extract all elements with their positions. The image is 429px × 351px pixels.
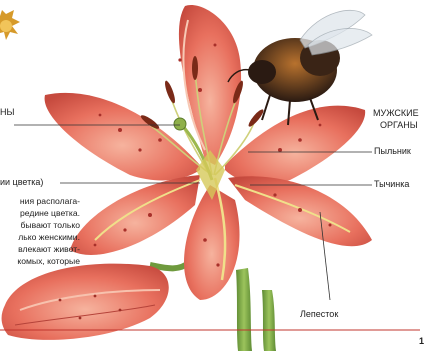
description-paragraph: ния располага- редине цветка. бывают тол… — [0, 195, 80, 267]
star-icon — [0, 10, 20, 40]
lily-bud — [2, 264, 169, 340]
paragraph-line: редине цветка. — [0, 207, 80, 219]
label-stamen: Тычинка — [374, 179, 409, 190]
paragraph-line: лько женскими. — [0, 231, 80, 243]
page-number: 1 — [419, 336, 424, 347]
label-female-organs: НЫ — [0, 107, 14, 118]
label-anther: Пыльник — [374, 146, 411, 157]
paragraph-line: комых, которые — [0, 255, 80, 267]
paragraph-line: ния располага- — [0, 195, 80, 207]
paragraph-line: бывают только — [0, 219, 80, 231]
label-male-organs-1: МУЖСКИЕ — [373, 108, 419, 119]
label-flower-center: ии цветка) — [0, 177, 43, 188]
paragraph-line: влекают живот- — [0, 243, 80, 255]
label-male-organs-2: ОРГАНЫ — [380, 120, 418, 131]
label-petal: Лепесток — [300, 309, 338, 320]
